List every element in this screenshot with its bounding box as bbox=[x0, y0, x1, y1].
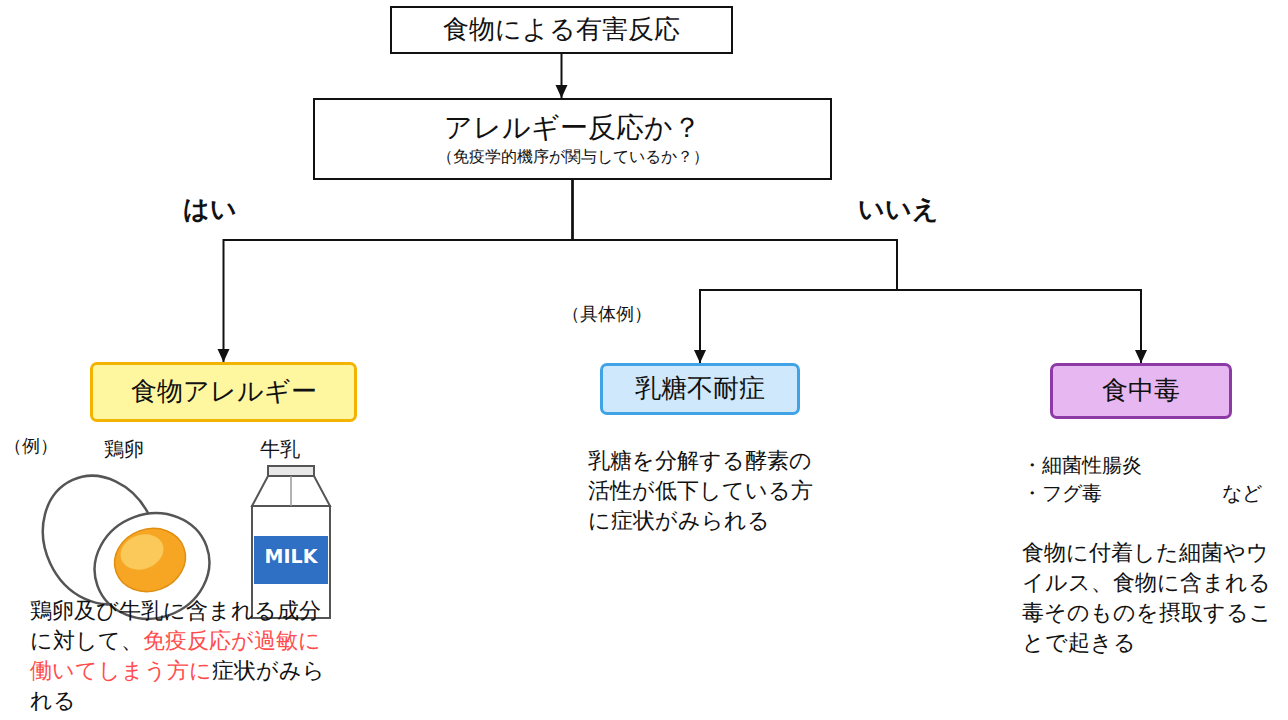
node-title: 食物による有害反応 bbox=[443, 13, 680, 47]
node-title: 乳糖不耐症 bbox=[635, 372, 765, 406]
paragraph: 鶏卵及び牛乳に含まれる成分に対して、免疫反応が過敏に働いてしまう方に症状がみられ… bbox=[30, 596, 326, 716]
connector-arrow bbox=[573, 180, 1142, 363]
milk-carton-illustration bbox=[252, 466, 330, 618]
list-item: ・フグ毒 bbox=[1022, 480, 1102, 507]
allergy-box: 食物アレルギー bbox=[90, 362, 357, 422]
connector-arrow bbox=[224, 180, 573, 362]
connector-arrow bbox=[561, 54, 563, 98]
description-text: 食物に付着した細菌やウイルス、食物に含まれる毒そのものを摂取することで起きる bbox=[1022, 538, 1272, 658]
egg-yolk-highlight bbox=[116, 529, 169, 576]
egg-yolk bbox=[106, 519, 195, 602]
lactose-box: 乳糖不耐症 bbox=[600, 363, 800, 415]
description-text: 乳糖を分解する酵素の活性が低下している方に症状がみられる bbox=[588, 446, 816, 536]
item-label: 鶏卵 bbox=[104, 436, 144, 463]
node-subtitle: （免疫学的機序が関与しているか？） bbox=[437, 147, 709, 168]
yes-label: はい bbox=[183, 192, 237, 227]
list-item: ・細菌性腸炎 bbox=[1022, 452, 1142, 479]
list-note: など bbox=[1222, 480, 1262, 507]
node-title: アレルギー反応か？ bbox=[444, 110, 701, 146]
decision-box: アレルギー反応か？（免疫学的機序が関与しているか？） bbox=[313, 98, 832, 180]
poisoning-box: 食中毒 bbox=[1050, 363, 1232, 419]
example-label: （具体例） bbox=[562, 302, 652, 326]
start-box: 食物による有害反応 bbox=[390, 6, 733, 54]
example-label: （例） bbox=[4, 434, 58, 458]
node-title: 食中毒 bbox=[1102, 374, 1180, 408]
carton-text: MILK bbox=[256, 544, 326, 570]
no-label: いいえ bbox=[858, 192, 939, 227]
node-title: 食物アレルギー bbox=[131, 375, 317, 409]
connector-arrow bbox=[573, 180, 898, 363]
item-label: 牛乳 bbox=[260, 436, 300, 463]
